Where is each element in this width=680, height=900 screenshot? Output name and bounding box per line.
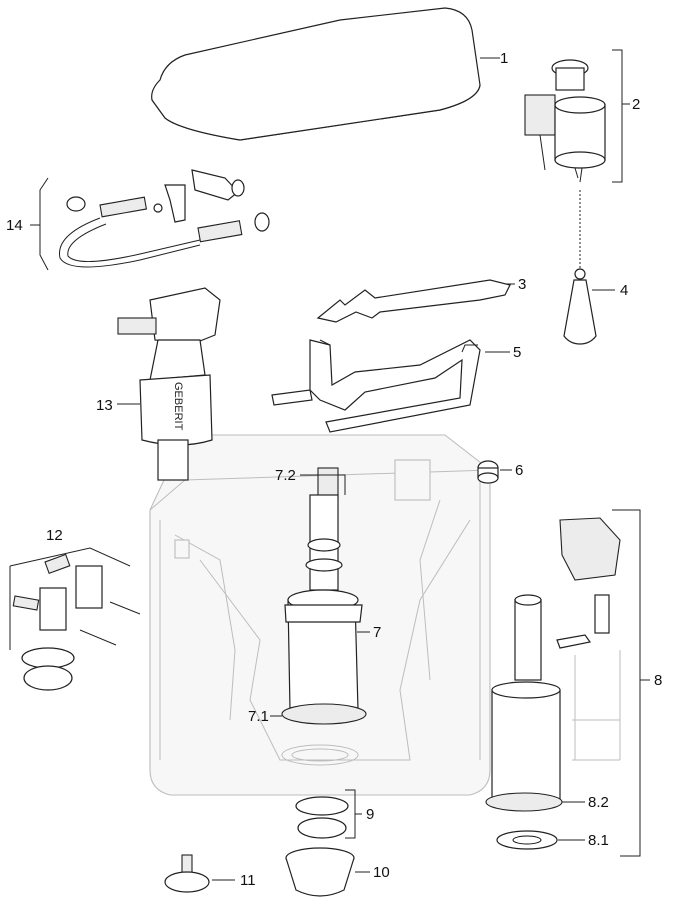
label-part-2: 2 bbox=[632, 96, 640, 113]
part-5-frame bbox=[271, 339, 510, 433]
part-6-nut bbox=[477, 460, 512, 484]
label-part-7-1: 7.1 bbox=[248, 708, 269, 725]
label-part-9: 9 bbox=[366, 806, 374, 823]
part-9-seals bbox=[295, 789, 362, 839]
part-14-hose-set bbox=[30, 169, 270, 271]
label-part-14: 14 bbox=[6, 217, 23, 234]
part-10-cone-seal bbox=[285, 847, 370, 897]
label-part-6: 6 bbox=[515, 462, 523, 479]
label-part-5: 5 bbox=[513, 344, 521, 361]
part-12-fixing-set bbox=[9, 547, 141, 691]
label-part-7: 7 bbox=[373, 624, 381, 641]
label-part-8-2: 8.2 bbox=[588, 794, 609, 811]
label-part-13: 13 bbox=[96, 397, 113, 414]
part-1-cistern-lid bbox=[151, 7, 500, 141]
part-8-flush-valve-set bbox=[485, 509, 650, 857]
part-7-flush-valve bbox=[270, 467, 370, 725]
brand-text: GEBERIT bbox=[172, 382, 184, 431]
part-11-plug bbox=[164, 854, 235, 893]
label-part-7-2: 7.2 bbox=[275, 467, 296, 484]
part-4-pull-handle bbox=[563, 190, 615, 345]
label-part-8: 8 bbox=[654, 672, 662, 689]
part-3-bracket-bar bbox=[316, 279, 515, 323]
part-2-actuator bbox=[524, 49, 630, 183]
label-part-11: 11 bbox=[240, 872, 256, 889]
label-part-4: 4 bbox=[620, 282, 628, 299]
label-part-3: 3 bbox=[518, 276, 526, 293]
part-13-fill-valve: GEBERIT bbox=[117, 287, 221, 481]
label-part-8-1: 8.1 bbox=[588, 832, 609, 849]
label-part-1: 1 bbox=[500, 50, 508, 67]
label-part-12: 12 bbox=[46, 527, 63, 544]
label-part-10: 10 bbox=[373, 864, 390, 881]
